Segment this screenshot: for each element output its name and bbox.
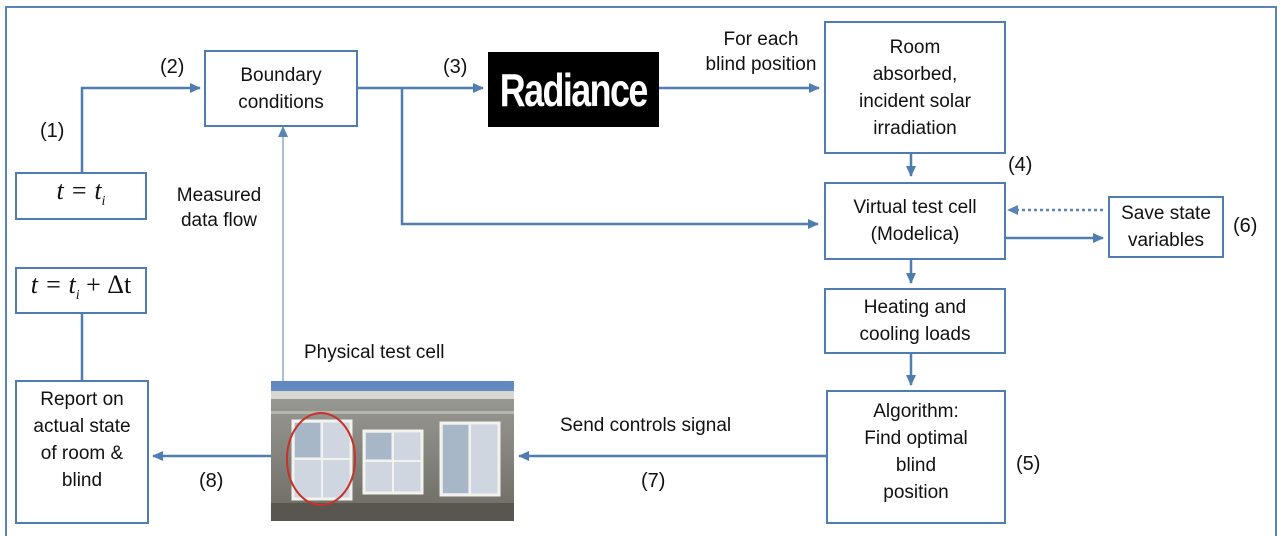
boundary-conditions-box: Boundary conditions: [204, 50, 358, 127]
measured-line-1: Measured: [176, 185, 262, 206]
algorithm-line-3: blind: [895, 455, 937, 476]
step-1-label: (1): [40, 120, 65, 142]
diagram-canvas: Boundary conditions Radiance Room absorb…: [5, 6, 1277, 536]
measured-line-2: data flow: [180, 210, 258, 231]
send-controls-signal-label: Send controls signal: [560, 415, 732, 436]
algorithm-line-2: Find optimal: [864, 428, 968, 449]
algorithm-line-1: Algorithm:: [873, 401, 959, 422]
algorithm-line-4: position: [883, 482, 949, 503]
step-7-label: (7): [641, 470, 666, 492]
for-each-line-2: blind position: [705, 54, 817, 75]
virtual-test-cell-box: Virtual test cell (Modelica): [824, 182, 1006, 260]
step-4-label: (4): [1008, 154, 1033, 176]
t-initial-sub: i: [101, 194, 106, 210]
algorithm-box: Algorithm: Find optimal blind position: [826, 390, 1006, 524]
radiance-logo: Radiance: [488, 52, 659, 127]
step-5-label: (5): [1016, 453, 1041, 475]
report-line-2: actual state: [33, 416, 131, 437]
report-line-3: of room &: [40, 443, 124, 464]
outer-frame: [5, 6, 1277, 536]
t-next-expr: t = t: [30, 270, 76, 300]
heating-line-1: Heating and: [863, 297, 967, 318]
room-absorbed-box: Room absorbed, incident solar irradiatio…: [824, 21, 1006, 154]
step-6-label: (6): [1233, 215, 1258, 237]
t-next-tail: + Δt: [79, 270, 132, 300]
radiance-logo-text: Radiance: [499, 63, 649, 116]
room-line-1: Room: [889, 36, 941, 58]
heating-cooling-box: Heating and cooling loads: [824, 288, 1006, 354]
measured-data-flow-label: Measured data flow: [170, 183, 268, 233]
report-line-4: blind: [61, 470, 103, 491]
arrow-boundary-to-virtual: [400, 88, 819, 229]
t-next-box: t = ti + Δt: [15, 267, 147, 314]
heating-line-2: cooling loads: [859, 324, 971, 345]
save-line-2: variables: [1127, 230, 1205, 251]
physical-test-cell-label: Physical test cell: [304, 342, 445, 363]
t-initial-expr: t = t: [56, 175, 102, 205]
room-line-3: incident solar: [859, 90, 971, 112]
step-3-label: (3): [443, 56, 468, 78]
save-line-1: Save state: [1121, 203, 1211, 224]
connector-layer: [80, 83, 1104, 461]
t-initial-box: t = ti: [15, 172, 147, 220]
for-each-line-1: For each: [723, 29, 799, 50]
physical-test-cell-photo: [271, 381, 514, 521]
virtual-line-2: (Modelica): [870, 224, 960, 245]
step-2-label: (2): [160, 56, 185, 78]
highlight-circle: [286, 412, 356, 506]
report-line-1: Report on: [40, 389, 124, 410]
step-8-label: (8): [199, 470, 224, 492]
save-state-box: Save state variables: [1108, 196, 1224, 258]
for-each-label: For each blind position: [701, 27, 821, 77]
report-box: Report on actual state of room & blind: [15, 380, 149, 524]
virtual-line-1: Virtual test cell: [853, 197, 977, 218]
arrow-t-to-boundary: [80, 83, 201, 172]
t-next-sub: i: [75, 288, 80, 304]
boundary-conditions-label: Boundary conditions: [238, 64, 324, 113]
room-line-2: absorbed,: [872, 63, 958, 85]
room-line-4: irradiation: [873, 117, 957, 139]
